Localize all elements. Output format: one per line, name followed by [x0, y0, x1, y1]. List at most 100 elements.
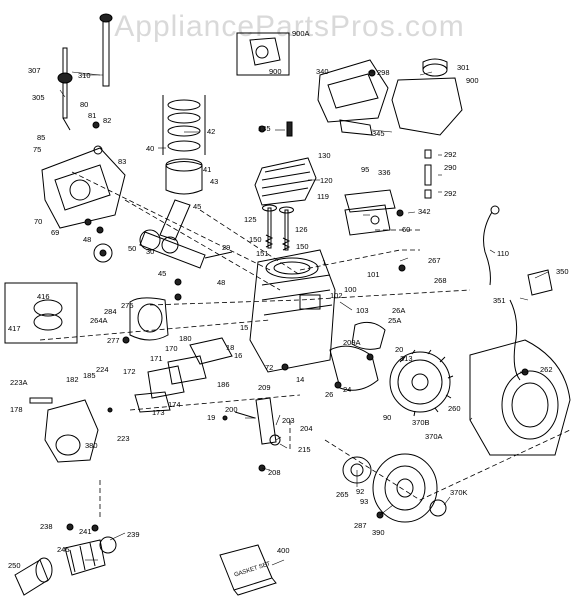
carburetor: [29, 397, 99, 463]
blower-housing: [469, 339, 571, 456]
label-24: 24: [343, 385, 351, 394]
air-cleaner-cover: [317, 59, 389, 136]
label-150a: 150: [249, 235, 262, 244]
label-300a: 900A: [292, 29, 310, 38]
label-95: 95: [361, 165, 369, 174]
governor-lever: [234, 397, 281, 446]
label-208: 208: [268, 468, 281, 477]
valves-and-springs: [262, 204, 294, 251]
label-416: 416: [37, 292, 50, 301]
label-262: 262: [540, 365, 553, 374]
muffler-assembly: [14, 536, 117, 596]
label-380: 380: [85, 441, 98, 450]
label-45b: 45: [158, 269, 166, 278]
switch-assembly: [509, 269, 553, 381]
label-126: 126: [295, 225, 308, 234]
label-170: 170: [165, 344, 178, 353]
label-29: 29: [222, 243, 230, 252]
label-268: 268: [434, 276, 447, 285]
label-298: 298: [377, 68, 390, 77]
label-900a: 900: [269, 67, 282, 76]
label-85: 85: [37, 133, 45, 142]
label-264a: 264A: [90, 316, 108, 325]
intake-and-carburetor: [134, 337, 233, 413]
label-340: 340: [316, 67, 329, 76]
label-178: 178: [10, 405, 23, 414]
label-342: 342: [418, 207, 431, 216]
label-14: 14: [296, 375, 304, 384]
label-81: 81: [88, 111, 96, 120]
label-284: 284: [104, 307, 117, 316]
label-238: 238: [40, 522, 53, 531]
label-260: 260: [448, 404, 461, 413]
label-290: 290: [444, 163, 457, 172]
label-72: 72: [265, 363, 273, 372]
label-370k: 370K: [450, 488, 468, 497]
fuel-line: [424, 149, 432, 199]
label-182: 182: [66, 375, 79, 384]
label-313: 313: [400, 354, 413, 363]
label-305: 305: [32, 93, 45, 102]
governor-bracket: [344, 189, 396, 236]
label-43: 43: [210, 177, 218, 186]
label-25a: 25A: [388, 316, 401, 325]
leader-lines: [59, 71, 549, 566]
label-900b: 900: [466, 76, 479, 85]
label-101: 101: [367, 270, 380, 279]
ignition-lead: [483, 205, 500, 286]
label-209a: 209A: [343, 338, 361, 347]
piston-and-rings: [162, 95, 206, 195]
crankcase-block: [249, 249, 336, 373]
label-135: 135: [258, 124, 271, 133]
label-50: 50: [128, 244, 136, 253]
gasket-set-text: GASKET SET: [234, 561, 272, 578]
label-172: 172: [123, 367, 136, 376]
breather-cover: [41, 121, 126, 229]
label-301: 301: [457, 63, 470, 72]
label-277: 277: [107, 336, 120, 345]
label-70: 70: [34, 217, 42, 226]
label-292a: 292: [444, 150, 457, 159]
label-103: 103: [356, 306, 369, 315]
label-400: 400: [277, 546, 290, 555]
label-82: 82: [103, 116, 111, 125]
label-245: 245: [57, 545, 70, 554]
part-number-labels: 307 310 305 80 81 82 85 75 83 70 69 48 5…: [8, 29, 569, 579]
label-48b: 48: [217, 278, 225, 287]
label-48a: 48: [83, 235, 91, 244]
label-18: 18: [226, 343, 234, 352]
crankshaft-and-rod: [93, 199, 233, 269]
label-151: 151: [256, 249, 269, 258]
label-174: 174: [168, 400, 181, 409]
label-215: 215: [298, 445, 311, 454]
label-110: 110: [497, 249, 509, 258]
dipstick-assembly: [57, 13, 113, 131]
label-30: 30: [146, 247, 154, 256]
label-1: 1: [322, 258, 326, 267]
label-119: 119: [317, 192, 329, 201]
label-350: 350: [556, 267, 569, 276]
label-92: 92: [356, 487, 364, 496]
label-203: 203: [282, 416, 295, 425]
label-180: 180: [179, 334, 192, 343]
label-185: 185: [83, 371, 96, 380]
label-417: 417: [8, 324, 21, 333]
label-307: 307: [28, 66, 41, 75]
label-130: 130: [318, 151, 331, 160]
label-45a: 45: [193, 202, 201, 211]
label-292b: 292: [444, 189, 457, 198]
label-370a: 370A: [425, 432, 443, 441]
label-60: 60: [402, 225, 410, 234]
fuel-tank: [391, 58, 463, 136]
label-200: 200: [225, 405, 238, 414]
governor-assembly: [236, 32, 290, 76]
air-filter: [129, 297, 169, 341]
label-69: 69: [51, 228, 59, 237]
ignition-coil: [329, 321, 386, 391]
label-241: 241: [79, 527, 92, 536]
label-40: 40: [146, 144, 154, 153]
label-239: 239: [127, 530, 140, 539]
label-42: 42: [207, 127, 215, 136]
cylinder-head: [254, 121, 317, 206]
